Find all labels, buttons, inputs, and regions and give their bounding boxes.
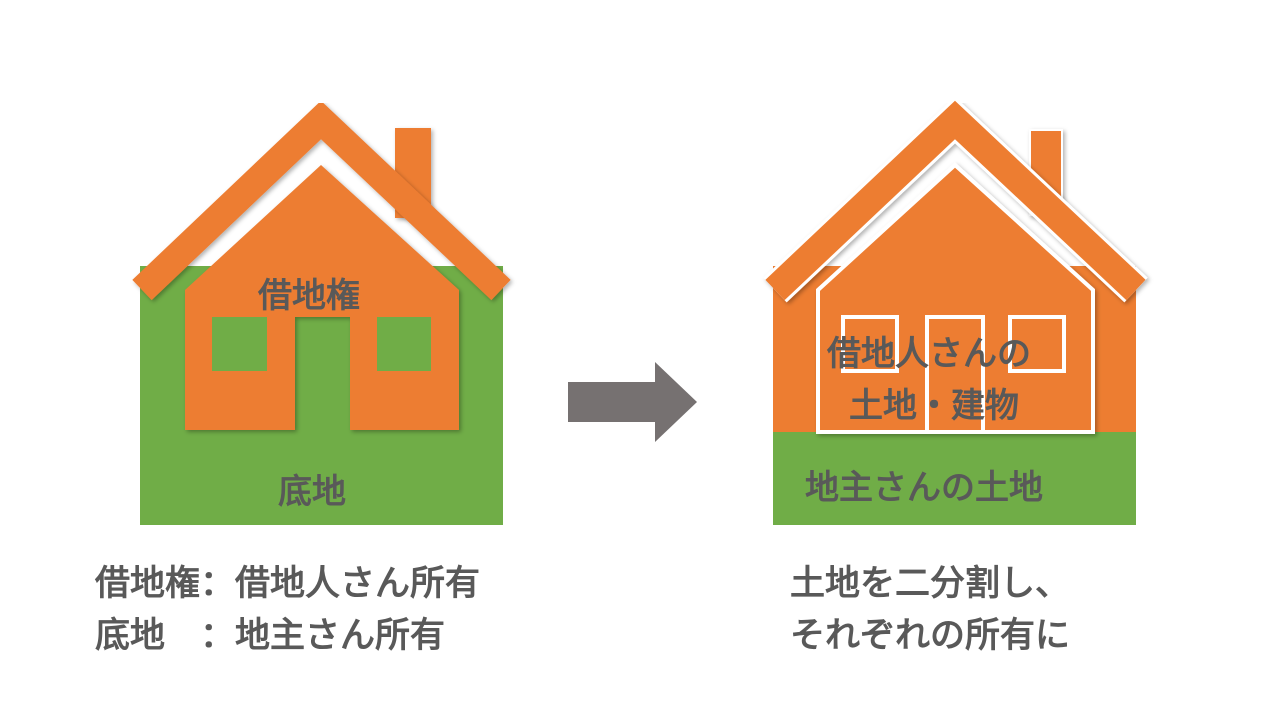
right-window-right	[1008, 315, 1066, 373]
right-landowner-land-area	[773, 432, 1136, 525]
right-caption-line2: それぞれの所有に	[790, 616, 1071, 656]
left-house-illustration	[132, 100, 511, 525]
right-arrow-icon	[568, 362, 697, 442]
right-house-body	[816, 162, 1095, 434]
left-caption-line2: 底地 ：地主さん所有	[95, 616, 446, 656]
left-window-left	[212, 317, 267, 371]
right-house-illustration	[763, 96, 1148, 525]
right-house-label-line1: 借地人さんの	[827, 334, 1031, 374]
left-window-right	[377, 317, 431, 371]
right-caption-line1: 土地を二分割し、	[790, 564, 1071, 604]
left-land-label: 底地	[278, 472, 346, 512]
left-roof	[132, 100, 511, 301]
left-house-label: 借地権	[258, 276, 360, 316]
right-house-label-line2: 土地・建物	[849, 386, 1019, 426]
left-caption-line1: 借地権：借地人さん所有	[95, 564, 481, 604]
right-land-label: 地主さんの土地	[805, 468, 1043, 508]
right-roof	[765, 100, 1146, 301]
right-door	[925, 315, 985, 432]
right-window-left	[841, 315, 899, 373]
